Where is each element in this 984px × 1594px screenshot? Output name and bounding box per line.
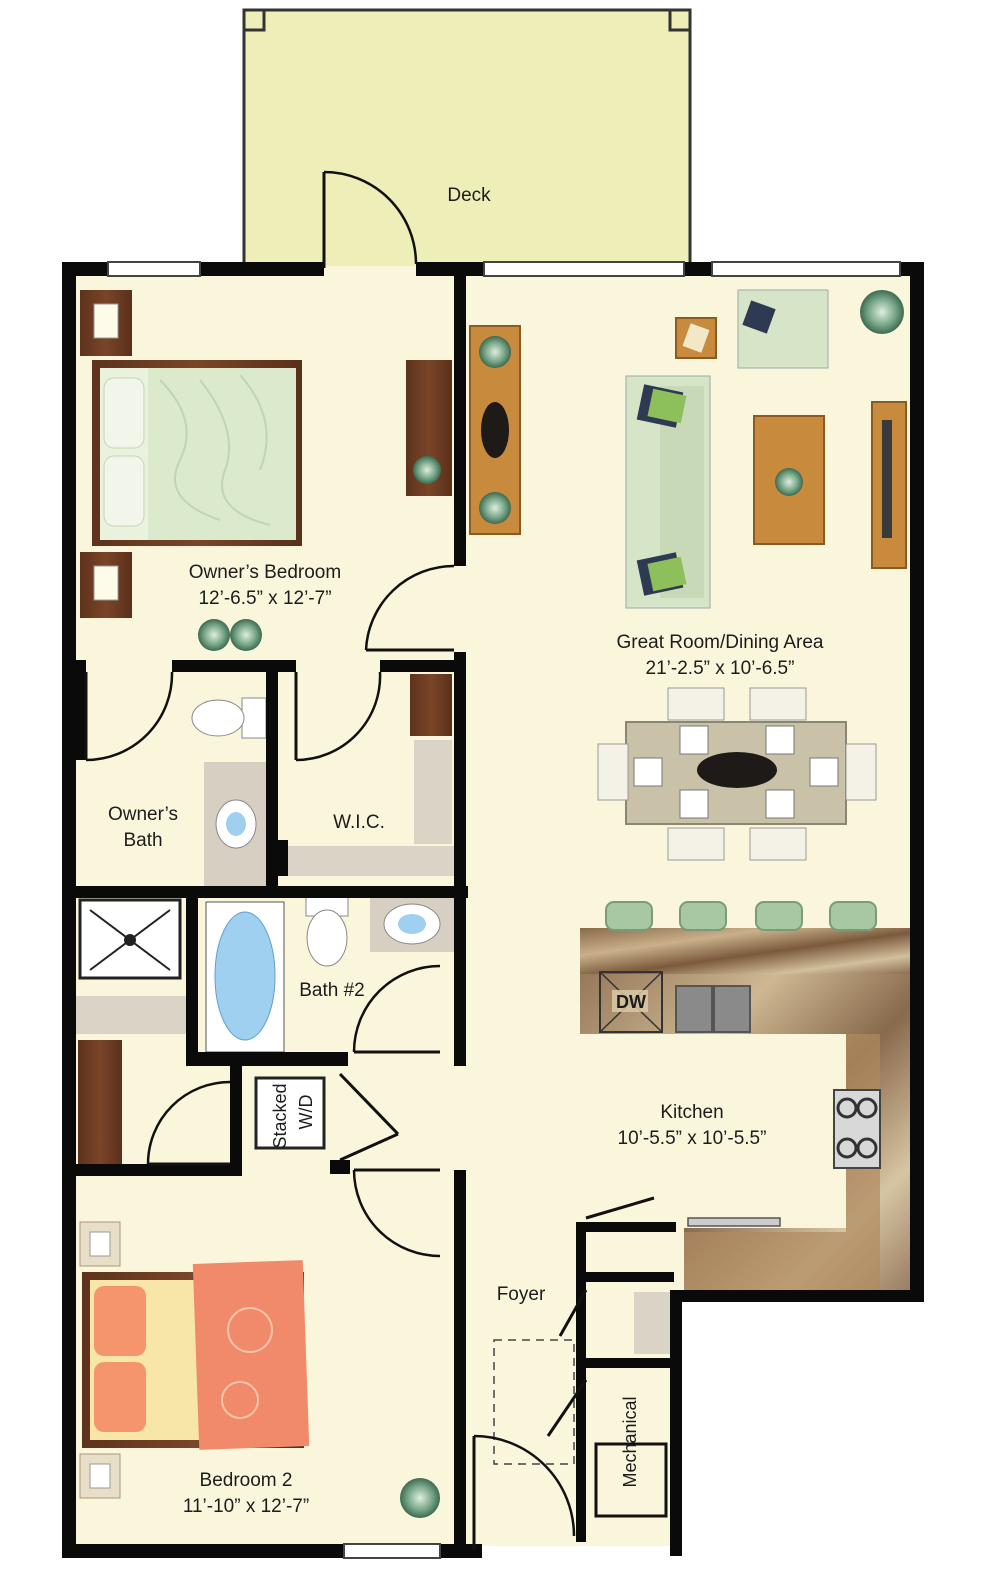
owners-bath-label-line2: Bath: [123, 830, 162, 851]
laundry-label-line2: W/D: [296, 1095, 316, 1130]
foyer-label: Foyer: [497, 1284, 546, 1305]
bedroom2-label: Bedroom 2: [200, 1470, 293, 1491]
nightstand-bottom: [80, 552, 132, 618]
foyer-closet-shelf: [634, 1292, 670, 1354]
owners-shower: [78, 898, 182, 980]
dishwasher-label: DW: [616, 992, 646, 1012]
bathtub: [205, 901, 285, 1053]
walls: [62, 262, 924, 1558]
plant-icon: [230, 619, 262, 651]
refrigerator: [687, 1217, 781, 1227]
sink-right: [713, 985, 751, 1033]
dishwasher-box: [599, 971, 663, 1033]
sofa: [625, 375, 711, 609]
plant-icon: [860, 290, 904, 334]
sink-left: [675, 985, 713, 1033]
wic-label: W.I.C.: [333, 812, 385, 833]
laundry-label-line1: Stacked: [270, 1083, 290, 1148]
owners-bedroom-label: Owner’s Bedroom: [189, 562, 341, 583]
foyer-closet-outline: [493, 1339, 575, 1465]
coffee-table: [753, 415, 825, 545]
deck-label: Deck: [447, 185, 491, 206]
owners-bed: [92, 360, 302, 546]
great-room-label: Great Room/Dining Area: [617, 632, 824, 653]
wic-rod-vertical: [414, 740, 452, 844]
great-room-dims: 21’-2.5” x 10’-6.5”: [646, 658, 795, 679]
linen-shelf: [76, 996, 190, 1034]
console-table: [469, 325, 521, 535]
bath2-label: Bath #2: [299, 980, 365, 1001]
kitchen-dims: 10’-5.5” x 10’-5.5”: [618, 1128, 767, 1149]
deck-area: [242, 8, 692, 270]
stacked-wd-unit: [254, 1076, 326, 1150]
bath2-vanity: [370, 896, 454, 952]
owners-bedroom-dims: 12’-6.5” x 12’-7”: [198, 588, 331, 609]
bedroom2-dims: 11’-10” x 12’-7”: [183, 1496, 309, 1517]
bath2-toilet: [305, 893, 349, 967]
bar-stools: [605, 901, 877, 931]
plant-icon: [198, 619, 230, 651]
wic-rod-horizontal: [284, 846, 454, 876]
mechanical-label: Mechanical: [620, 1396, 640, 1487]
windows: [107, 261, 901, 1559]
bedroom2-nightstand-bottom: [79, 1453, 121, 1499]
nightstand-top: [80, 290, 132, 356]
armchair: [737, 289, 829, 369]
wic-dresser: [410, 674, 452, 736]
kitchen-counters: DW: [580, 928, 910, 1296]
kitchen-label: Kitchen: [660, 1102, 723, 1123]
tv-console: [871, 401, 907, 569]
doors: [84, 170, 655, 1550]
owners-toilet: [191, 697, 267, 739]
owners-bath-label-line1: Owner’s: [108, 804, 178, 825]
bedroom2-bed: [82, 1260, 310, 1450]
bedroom2-nightstand-top: [79, 1221, 121, 1267]
dining-table: [597, 687, 877, 861]
mechanical-unit: [594, 1442, 668, 1518]
plant-icon: [413, 456, 441, 484]
plant-icon: [400, 1478, 440, 1518]
side-table: [675, 317, 717, 359]
closet-shelf: [78, 1040, 122, 1164]
